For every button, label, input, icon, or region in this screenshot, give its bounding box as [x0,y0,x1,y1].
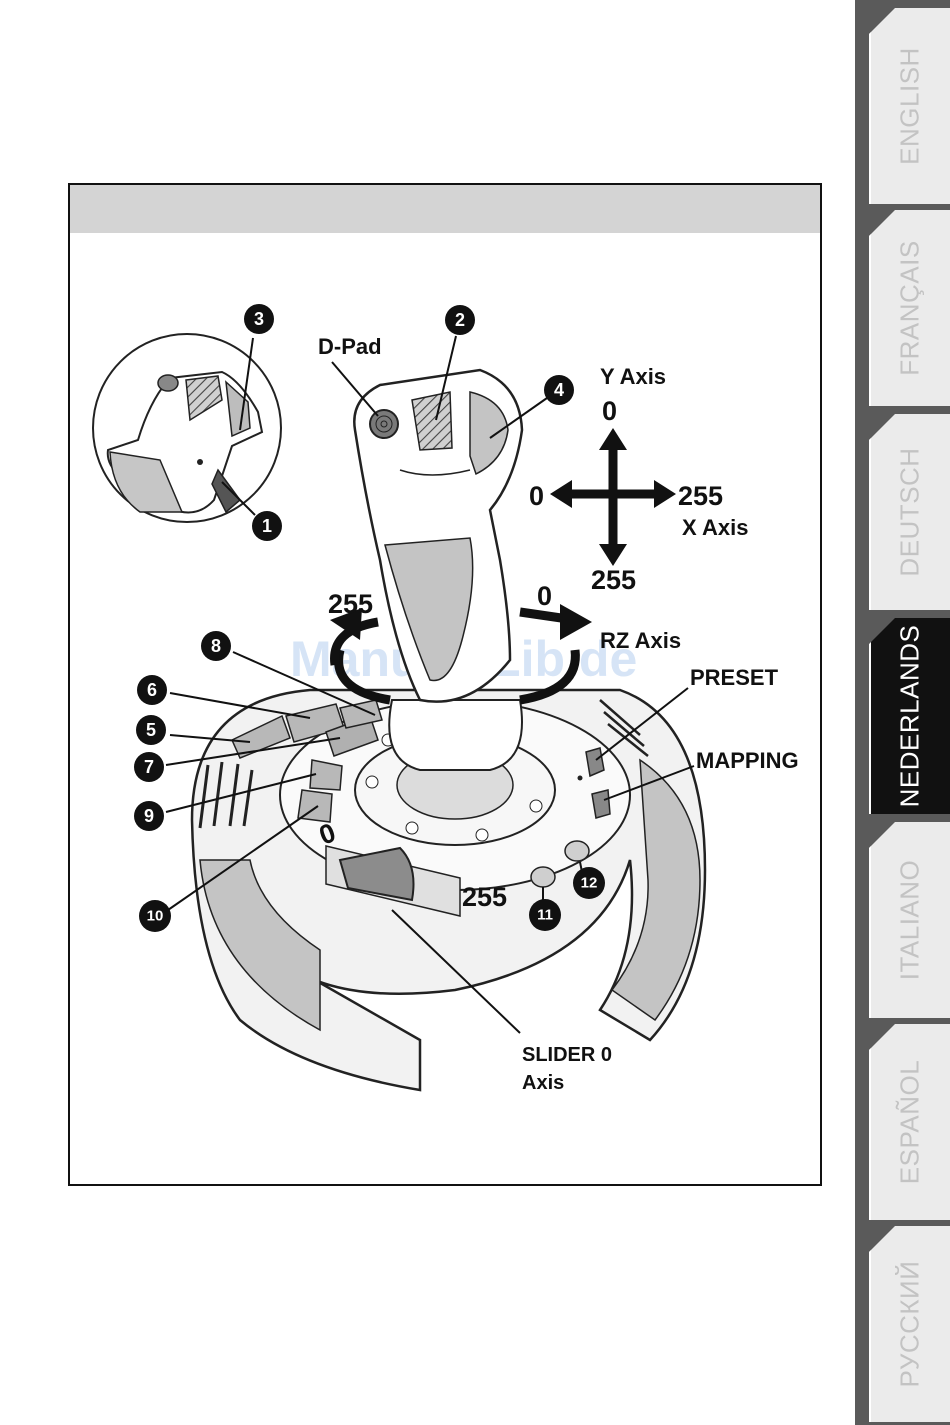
x-axis-right-value: 255 [678,481,723,511]
callout-10-label: 10 [147,908,164,925]
callout-3: 3 [244,304,274,334]
callout-6-label: 6 [147,680,157,700]
callout-2-label: 2 [455,310,465,330]
callout-1: 1 [252,511,282,541]
callout-11: 11 [529,899,561,931]
callout-12-label: 12 [581,875,598,892]
callout-4: 4 [544,375,574,405]
callout-9: 9 [134,801,164,831]
y-axis-bottom-value: 255 [591,565,636,595]
inset-detail [93,334,281,522]
callout-5-label: 5 [146,720,156,740]
callout-7: 7 [134,752,164,782]
rz-axis-right-value: 0 [537,581,552,611]
callout-1-label: 1 [262,516,272,536]
mapping-label: MAPPING [696,748,799,773]
callout-7-label: 7 [144,757,154,777]
callout-2: 2 [445,305,475,335]
x-axis-label: X Axis [682,515,748,540]
slider-label-line2: Axis [522,1072,564,1094]
rz-axis-label: RZ Axis [600,628,681,653]
y-axis-top-value: 0 [602,396,617,426]
callout-12: 12 [573,867,605,899]
callout-8: 8 [201,631,231,661]
callout-5: 5 [136,715,166,745]
slider-max-value: 255 [462,882,507,912]
y-axis-label: Y Axis [600,364,666,389]
callout-6: 6 [137,675,167,705]
callout-11-label: 11 [537,907,553,924]
slider-label-line1: SLIDER 0 [522,1044,612,1066]
callout-9-label: 9 [144,806,154,826]
callout-4-label: 4 [554,380,564,400]
preset-label: PRESET [690,665,779,690]
rz-axis-left-value: 255 [328,589,373,619]
dpad-label: D-Pad [318,334,382,359]
xy-axis-cross [550,428,676,566]
callout-8-label: 8 [211,636,221,656]
callout-10: 10 [139,900,171,932]
x-axis-left-value: 0 [529,481,544,511]
callout-3-label: 3 [254,309,264,329]
